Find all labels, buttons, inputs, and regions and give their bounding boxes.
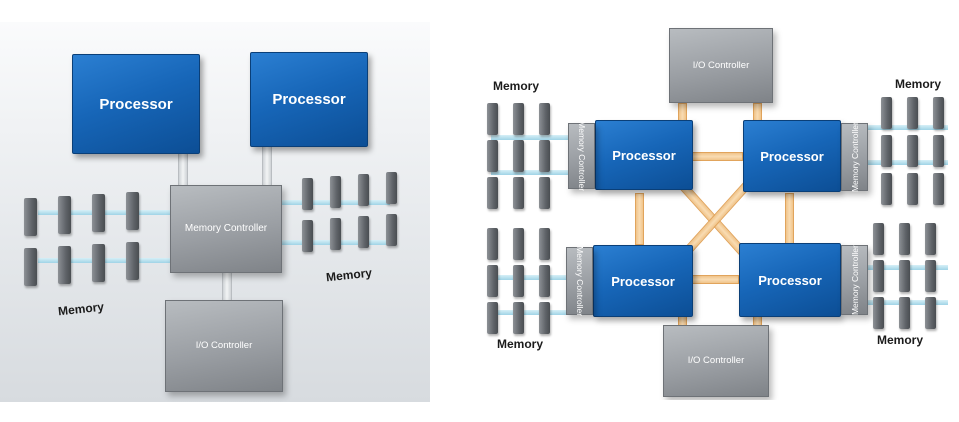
memory-module <box>58 196 71 234</box>
memory-module <box>126 242 139 280</box>
memory-module <box>58 246 71 284</box>
memory-module <box>539 103 550 135</box>
memory-module <box>513 177 524 209</box>
memory-label-bottom-right: Memory <box>877 333 924 347</box>
memory-bus-link <box>491 275 571 280</box>
memory-label-bottom-left: Memory <box>497 337 544 351</box>
memory-module <box>933 135 944 167</box>
memory-module <box>881 173 892 205</box>
memory-module <box>899 223 910 255</box>
memory-module <box>539 265 550 297</box>
memory-label: Memory <box>325 265 373 285</box>
memory-module <box>539 177 550 209</box>
memory-module <box>933 173 944 205</box>
memory-module <box>358 174 369 206</box>
memory-module <box>881 97 892 129</box>
memory-bus-link <box>38 210 178 215</box>
memory-bus-link <box>491 170 571 175</box>
memory-module <box>513 140 524 172</box>
memory-controller-bottom-right: Memory Controller <box>841 245 868 315</box>
memory-module <box>899 260 910 292</box>
processor-block: Processor <box>72 54 200 154</box>
memory-module <box>487 177 498 209</box>
memory-bus-link <box>491 310 571 315</box>
memory-bus-link <box>491 135 571 140</box>
memory-module <box>358 216 369 248</box>
io-controller-block: I/O Controller <box>165 300 283 392</box>
memory-module <box>907 173 918 205</box>
memory-module <box>302 178 313 210</box>
memory-module <box>330 218 341 250</box>
memory-module <box>24 248 37 286</box>
processor-link <box>785 193 794 245</box>
memory-module <box>330 176 341 208</box>
processor-link <box>691 152 743 161</box>
shared-bus-diagram: Processor Processor Memory Controller I/… <box>0 22 430 402</box>
memory-module <box>873 297 884 329</box>
memory-module <box>539 302 550 334</box>
processor-bus-link <box>262 147 272 217</box>
memory-label-top-left: Memory <box>493 79 540 93</box>
memory-module <box>24 198 37 236</box>
memory-module <box>925 223 936 255</box>
memory-module <box>513 302 524 334</box>
memory-module <box>487 140 498 172</box>
memory-module <box>487 265 498 297</box>
memory-module <box>513 265 524 297</box>
point-to-point-diagram: I/O Controller I/O Controller Processor … <box>473 25 959 400</box>
memory-module <box>907 97 918 129</box>
io-controller-bottom: I/O Controller <box>663 325 769 397</box>
memory-module <box>933 97 944 129</box>
processor-top-right: Processor <box>743 120 841 192</box>
memory-module <box>539 140 550 172</box>
memory-controller-top-left: Memory Controller <box>568 121 595 191</box>
memory-module <box>513 103 524 135</box>
memory-controller-block: Memory Controller <box>170 185 282 273</box>
memory-module <box>881 135 892 167</box>
processor-block: Processor <box>250 52 368 147</box>
memory-module <box>92 194 105 232</box>
memory-module <box>539 228 550 260</box>
memory-module <box>925 260 936 292</box>
memory-module <box>873 223 884 255</box>
memory-controller-bottom-left: Memory Controller <box>566 246 593 316</box>
memory-module <box>487 302 498 334</box>
processor-bottom-right: Processor <box>739 243 841 317</box>
processor-top-left: Processor <box>595 120 693 190</box>
memory-module <box>487 228 498 260</box>
memory-module <box>386 172 397 204</box>
memory-module <box>873 260 884 292</box>
memory-module <box>302 220 313 252</box>
memory-module <box>513 228 524 260</box>
memory-module <box>386 214 397 246</box>
memory-module <box>899 297 910 329</box>
processor-bus-link <box>178 152 188 217</box>
memory-module <box>925 297 936 329</box>
processor-link <box>691 275 739 284</box>
memory-module <box>126 192 139 230</box>
memory-module <box>92 244 105 282</box>
memory-label: Memory <box>57 299 105 319</box>
processor-link <box>635 193 644 245</box>
processor-bottom-left: Processor <box>593 245 693 317</box>
memory-module <box>487 103 498 135</box>
io-controller-top: I/O Controller <box>669 28 773 103</box>
memory-controller-top-right: Memory Controller <box>841 122 868 192</box>
memory-module <box>907 135 918 167</box>
memory-bus-link <box>38 258 178 263</box>
memory-label-top-right: Memory <box>895 77 942 91</box>
